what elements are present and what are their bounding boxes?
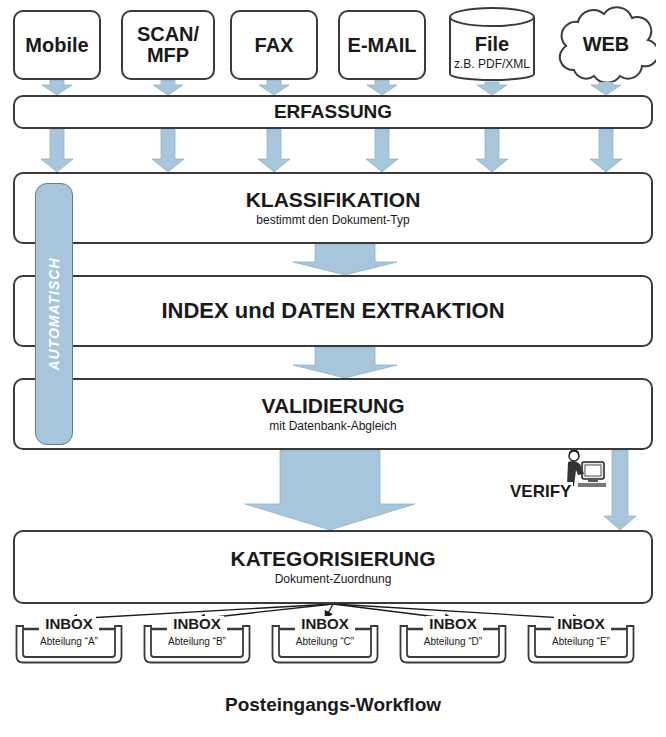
block-arrow <box>42 80 72 95</box>
node-title: SCAN/ MFP <box>123 24 213 66</box>
node-title: INBOX <box>426 616 480 632</box>
node-subtitle: Abteilung “E” <box>552 637 610 648</box>
block-arrow <box>366 129 398 172</box>
process-box: ERFASSUNG <box>13 95 653 129</box>
process-box: KLASSIFIKATION bestimmt den Dokument-Typ <box>13 172 653 244</box>
node-subtitle: Dokument-Zuordnung <box>275 573 392 586</box>
cylinder-rim <box>450 17 534 26</box>
edge-label: VERIFY <box>508 482 573 502</box>
node-title: AUTOMATISCH <box>46 257 62 370</box>
block-arrow <box>258 129 290 172</box>
node-title: INDEX und DATEN EXTRAKTION <box>161 299 504 322</box>
node-title: KATEGORISIERUNG <box>231 548 436 570</box>
block-arrow <box>259 80 289 95</box>
block-arrow <box>590 129 622 172</box>
process-box: SCAN/ MFP <box>121 10 215 80</box>
inbox-tray: INBOXAbteilung “E” <box>527 620 635 664</box>
block-arrow <box>476 129 508 172</box>
process-box: KATEGORISIERUNG Dokument-Zuordnung <box>13 530 653 604</box>
node-title: INBOX <box>298 616 352 632</box>
node-title: INBOX <box>170 616 224 632</box>
block-arrow <box>152 129 184 172</box>
automation-band: AUTOMATISCH <box>35 183 73 445</box>
node-subtitle: Abteilung “C” <box>296 637 354 648</box>
node-title: E-MAIL <box>348 35 417 56</box>
block-arrow <box>477 82 507 95</box>
process-box: Mobile <box>13 10 101 80</box>
inbox-tray: INBOXAbteilung “B” <box>143 620 251 664</box>
node-title: FAX <box>255 35 294 56</box>
node-subtitle: mit Datenbank-Abgleich <box>269 420 396 433</box>
node-title: KLASSIFIKATION <box>246 189 421 211</box>
block-arrow <box>367 80 397 95</box>
inbox-tray: INBOXAbteilung “A” <box>15 620 123 664</box>
file-cylinder: File z.B. PDF/XML <box>448 6 536 82</box>
caption: Posteingangs-Workflow <box>0 694 666 716</box>
web-cloud: WEB <box>556 6 656 82</box>
process-box: INDEX und DATEN EXTRAKTION <box>13 275 653 347</box>
node-title: INBOX <box>42 616 96 632</box>
node-title: VALIDIERUNG <box>261 395 404 417</box>
inbox-tray: INBOXAbteilung “C” <box>271 620 379 664</box>
block-arrow <box>153 80 183 95</box>
block-arrow <box>245 450 415 530</box>
block-arrow <box>41 129 73 172</box>
node-subtitle: Abteilung “A” <box>40 637 98 648</box>
block-arrow <box>293 244 397 275</box>
node-title: ERFASSUNG <box>274 102 392 122</box>
block-arrow <box>604 450 636 530</box>
cylinder-body <box>450 8 534 80</box>
node-title: File <box>475 34 509 55</box>
process-box: VALIDIERUNG mit Datenbank-Abgleich <box>13 378 653 450</box>
block-arrow <box>293 347 397 378</box>
node-subtitle: bestimmt den Dokument-Typ <box>256 214 409 227</box>
cloud-path <box>560 7 656 82</box>
node-subtitle: Abteilung “B” <box>168 637 226 648</box>
node-title: INBOX <box>554 616 608 632</box>
block-arrow <box>591 82 621 95</box>
node-title: Mobile <box>25 35 88 56</box>
inbox-tray: INBOXAbteilung “D” <box>399 620 507 664</box>
node-subtitle: z.B. PDF/XML <box>454 58 530 71</box>
node-subtitle: Abteilung “D” <box>424 637 482 648</box>
process-box: FAX <box>230 10 318 80</box>
node-title: WEB <box>583 34 630 55</box>
process-box: E-MAIL <box>338 10 426 80</box>
